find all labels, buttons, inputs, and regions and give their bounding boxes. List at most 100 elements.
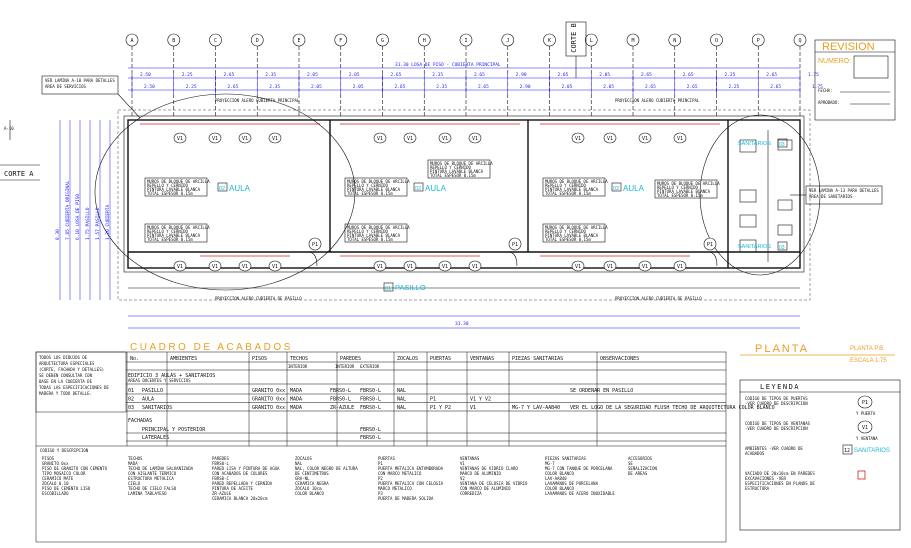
top-total-dimension: 31.30 LOSA DE PISO - CUBIERTA PRINCIPAL [128,62,800,69]
codes-title: CODIGO Y DESCRIPCION [40,448,89,453]
grid-bubble-label: A [130,38,133,44]
side-dimension-label: 1.57 PASILLO [95,207,101,240]
side-dimension-label: 7.85 CUBIERTA ORIGINAL [65,180,71,240]
section-cut-b-marker: CORTE B [565,21,587,78]
window-tag-label: V1 [242,264,248,270]
grid-bubble: E [292,33,306,116]
section-cut-a-marker: CORTE A A-10 [0,120,40,181]
table-header: AMBIENTES [170,356,197,362]
table-cell-obs: VER EL LOGO DE LA SEGURIDAD FLUSH TECHO … [570,405,775,411]
dimension-label: 2.65 [228,84,239,90]
legend-symbol: P1 [862,400,868,406]
grid-bubble-label: C [214,38,217,44]
dimension-label: 2.05 [558,72,569,78]
window-tag-label: V1 [575,136,581,142]
room-aula-3: 02 AULA [611,182,645,193]
bottom-note-2: PROYECCION ALERO CUBIERTA DE PASILLO [615,296,702,301]
table-header: PIEZAS SANITARIAS [512,356,563,362]
window-tag: V1 [268,132,282,144]
finishes-table-title: CUADRO DE ACABADOS [130,342,293,353]
window-tag: V1 [468,132,482,144]
grid-bubble: B [167,33,181,116]
dimension-label: 2.05 [311,84,322,90]
window-tag-label: V1 [177,136,183,142]
window-tag: V1 [173,260,187,272]
revision-aprobado: APROBADO: [818,100,840,105]
table-header: PUERTAS [430,356,451,362]
room-name: PASILLO [395,283,426,292]
dimension-label: 2.65 [641,72,652,78]
table-cell-no: 02 [128,397,134,403]
top-total-label: 31.30 LOSA DE PISO - CUBIERTA PRINCIPAL [395,62,501,68]
dimension-label: 2.65 [645,84,656,90]
room-pasillo: 01 PASILLO [383,282,426,292]
facade-wall: FBRS0-L [360,435,381,441]
table-header: PAREDES [340,356,361,362]
side-dimension-label: 8.30 [55,229,61,240]
window-tag: V1 [571,132,585,144]
legend-item: CODIGO DE TIPOS DE VENTANAS-VER CUADRO D… [745,420,878,441]
dimension-label: 2.25 [729,84,740,90]
facade-row: LATERALES FBRS0-L [126,435,726,442]
window-tag: V1 [673,260,687,272]
table-cell-zocalo: NAL [397,405,406,411]
room-number: 02 [219,186,225,192]
grid-bubble: G [376,33,389,116]
grid-bubble-label: I [464,38,467,44]
window-tag-label: V1 [677,264,683,270]
grid-bubble: N [668,33,682,116]
table-cell-pared_ext: FBRS0-L [360,397,381,403]
grid-bubble: D [250,33,264,116]
dimension-label: 1.75 [812,84,823,90]
table-cell-obs: SE ORDENAR EN PASILLO [570,388,633,394]
room-number: 02 [415,186,421,192]
window-tag: V1 [603,260,617,272]
table-cell-pared_int: FBRS0-L [330,397,351,403]
legend-text: CODIGO DE TIPOS DE PUERTAS-VER CUADRO DE… [745,396,808,406]
facade-name: LATERALES [142,435,169,441]
window-tag-label: V1 [212,264,218,270]
legend-symbol: V1 [862,425,868,431]
table-cell-no: 01 [128,388,134,394]
grid-bubble: F [334,33,348,116]
grid-bubble: L [584,33,598,116]
grid-bubble-label: H [423,38,426,44]
table-subheader: INTERIOR [288,364,308,369]
dimension-label: 2.50 [140,72,151,78]
revision-fecha: FECHA: [818,88,832,93]
dimension-label: 2.35 [432,72,443,78]
dimension-label: 2.25 [725,72,736,78]
dimension-label: 2.65 [478,84,489,90]
window-tag: V1 [438,132,452,144]
dimension-label: 2.05 [562,84,573,90]
dimension-label: 2.65 [766,72,777,78]
window-tag-label: V1 [442,264,448,270]
table-cell-pared_ext: FBRS0-L [360,405,381,411]
dimension-label: 2.35 [265,72,276,78]
window-tag: V1 [373,132,387,144]
grid-bubble-label: J [506,38,509,44]
legend-symbol-caption: Y VENTANA [856,436,878,441]
legend-item: CODIGO DE TIPOS DE PUERTAS-VER CUADRO DE… [745,395,876,416]
table-cell-pared_int: FBRS0-L [330,388,351,394]
window-tag: V1 [403,260,417,272]
room-sanitarios-2: SANITARIOS 03 [738,241,788,251]
grid-bubble-label: O [715,38,718,44]
legend-symbol-box [857,470,866,480]
grid-bubble: O [710,33,723,116]
